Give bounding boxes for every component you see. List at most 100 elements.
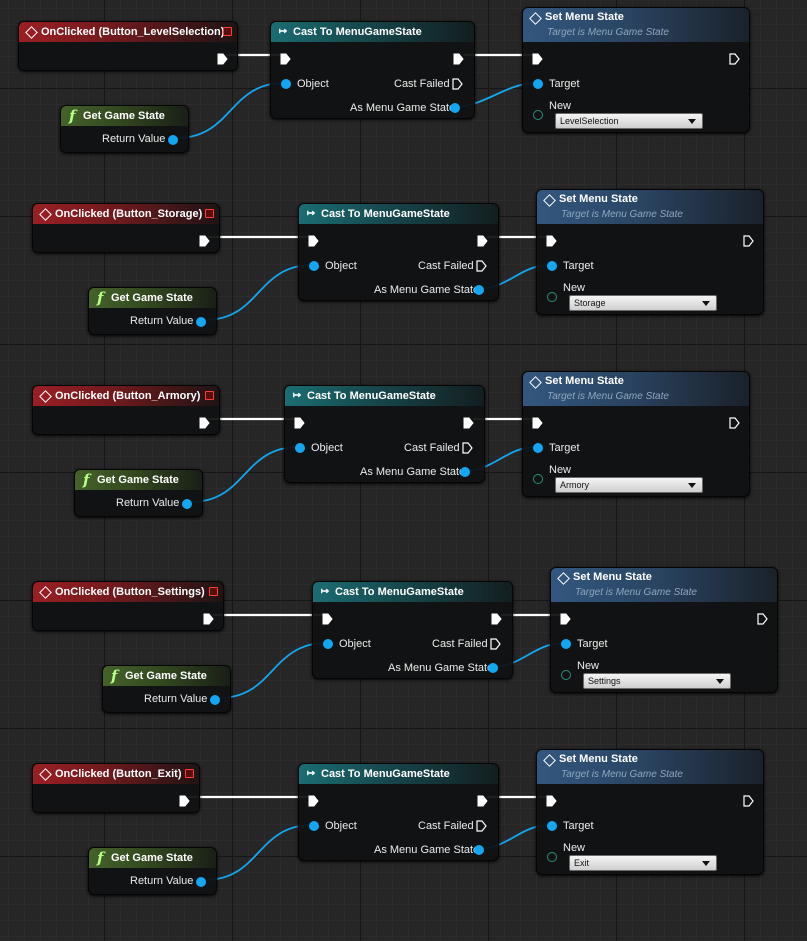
onclicked-event-node[interactable]: OnClicked (Button_LevelSelection) — [18, 21, 238, 71]
cast-node-header: ↦ Cast To MenuGameState — [299, 764, 498, 784]
menu-state-dropdown[interactable]: Exit — [569, 855, 717, 871]
as-menu-game-state-label: As Menu Game State — [374, 844, 480, 856]
exec-in-pin-icon[interactable] — [308, 795, 319, 807]
cast-failed-exec-pin-icon[interactable] — [490, 638, 501, 650]
return-value-pin-icon[interactable] — [182, 499, 192, 509]
menu-state-dropdown[interactable]: Storage — [569, 295, 717, 311]
menu-state-dropdown[interactable]: Settings — [583, 673, 731, 689]
new-pin-icon[interactable] — [533, 110, 543, 120]
new-pin-icon[interactable] — [533, 474, 543, 484]
exec-out-pin-icon[interactable] — [491, 613, 502, 625]
menu-state-dropdown[interactable]: LevelSelection — [555, 113, 703, 129]
set-title: Set Menu State — [573, 571, 652, 583]
cast-failed-exec-pin-icon[interactable] — [476, 820, 487, 832]
set-menu-state-node[interactable]: Set Menu State Target is Menu Game State… — [550, 567, 778, 693]
as-menu-game-state-label: As Menu Game State — [360, 466, 466, 478]
new-pin-icon[interactable] — [561, 670, 571, 680]
event-title: OnClicked (Button_Exit) — [55, 768, 182, 780]
new-label: New — [549, 464, 572, 476]
exec-out-pin-icon[interactable] — [729, 417, 740, 429]
get-game-state-node[interactable]: f Get Game State Return Value — [102, 665, 231, 713]
as-menu-game-state-pin-icon[interactable] — [450, 103, 460, 113]
exec-out-pin-icon[interactable] — [199, 235, 210, 247]
as-menu-game-state-pin-icon[interactable] — [474, 845, 484, 855]
exec-out-pin-icon[interactable] — [463, 417, 474, 429]
exec-out-pin-icon[interactable] — [199, 417, 210, 429]
exec-out-pin-icon[interactable] — [477, 795, 488, 807]
event-chain-row: OnClicked (Button_Storage) f Get Game St… — [0, 189, 807, 381]
onclicked-event-node[interactable]: OnClicked (Button_Settings) — [32, 581, 224, 631]
get-game-state-node[interactable]: f Get Game State Return Value — [88, 847, 217, 895]
exec-in-pin-icon[interactable] — [546, 795, 557, 807]
target-pin-icon[interactable] — [547, 821, 557, 831]
get-game-state-node[interactable]: f Get Game State Return Value — [60, 105, 189, 153]
cast-node-header: ↦ Cast To MenuGameState — [271, 22, 474, 42]
exec-out-pin-icon[interactable] — [729, 53, 740, 65]
exec-out-pin-icon[interactable] — [453, 53, 464, 65]
cast-to-menugamestate-node[interactable]: ↦ Cast To MenuGameState Object Cast Fail… — [284, 385, 485, 483]
target-pin-icon[interactable] — [533, 79, 543, 89]
exec-out-pin-icon[interactable] — [217, 53, 228, 65]
exec-in-pin-icon[interactable] — [532, 53, 543, 65]
get-game-state-node[interactable]: f Get Game State Return Value — [74, 469, 203, 517]
get-game-state-node[interactable]: f Get Game State Return Value — [88, 287, 217, 335]
data-wire — [204, 824, 313, 881]
exec-out-pin-icon[interactable] — [203, 613, 214, 625]
exec-out-pin-icon[interactable] — [743, 795, 754, 807]
event-title: OnClicked (Button_Storage) — [55, 208, 203, 220]
exec-in-pin-icon[interactable] — [560, 613, 571, 625]
diamond-event-icon — [39, 390, 52, 403]
exec-in-pin-icon[interactable] — [546, 235, 557, 247]
return-value-pin-icon[interactable] — [168, 135, 178, 145]
object-pin-icon[interactable] — [309, 821, 319, 831]
event-chain-row: OnClicked (Button_Exit) f Get Game State… — [0, 749, 807, 941]
exec-in-pin-icon[interactable] — [532, 417, 543, 429]
object-pin-icon[interactable] — [323, 639, 333, 649]
cast-failed-label: Cast Failed — [394, 78, 450, 90]
exec-in-pin-icon[interactable] — [280, 53, 291, 65]
new-pin-icon[interactable] — [547, 852, 557, 862]
set-menu-state-node[interactable]: Set Menu State Target is Menu Game State… — [522, 371, 750, 497]
chevron-down-icon — [688, 483, 696, 488]
object-pin-icon[interactable] — [295, 443, 305, 453]
as-menu-game-state-pin-icon[interactable] — [488, 663, 498, 673]
dropdown-value: Exit — [574, 858, 590, 868]
target-pin-icon[interactable] — [533, 443, 543, 453]
set-menu-state-node[interactable]: Set Menu State Target is Menu Game State… — [536, 749, 764, 875]
data-wire — [190, 446, 299, 503]
onclicked-event-node[interactable]: OnClicked (Button_Exit) — [32, 763, 200, 813]
menu-state-dropdown[interactable]: Armory — [555, 477, 703, 493]
set-menu-state-node[interactable]: Set Menu State Target is Menu Game State… — [522, 7, 750, 133]
cast-to-menugamestate-node[interactable]: ↦ Cast To MenuGameState Object Cast Fail… — [298, 203, 499, 301]
exec-in-pin-icon[interactable] — [308, 235, 319, 247]
get-node-header: f Get Game State — [75, 470, 202, 490]
exec-out-pin-icon[interactable] — [179, 795, 190, 807]
exec-out-pin-icon[interactable] — [757, 613, 768, 625]
exec-in-pin-icon[interactable] — [294, 417, 305, 429]
cast-failed-exec-pin-icon[interactable] — [462, 442, 473, 454]
cast-to-menugamestate-node[interactable]: ↦ Cast To MenuGameState Object Cast Fail… — [270, 21, 475, 119]
return-value-pin-icon[interactable] — [196, 877, 206, 887]
object-pin-icon[interactable] — [309, 261, 319, 271]
exec-out-pin-icon[interactable] — [477, 235, 488, 247]
onclicked-event-node[interactable]: OnClicked (Button_Storage) — [32, 203, 220, 253]
onclicked-event-node[interactable]: OnClicked (Button_Armory) — [32, 385, 220, 435]
cast-failed-exec-pin-icon[interactable] — [476, 260, 487, 272]
target-pin-icon[interactable] — [561, 639, 571, 649]
target-pin-icon[interactable] — [547, 261, 557, 271]
cast-to-menugamestate-node[interactable]: ↦ Cast To MenuGameState Object Cast Fail… — [298, 763, 499, 861]
exec-out-pin-icon[interactable] — [743, 235, 754, 247]
return-value-pin-icon[interactable] — [210, 695, 220, 705]
set-subtitle: Target is Menu Game State — [547, 391, 669, 402]
as-menu-game-state-pin-icon[interactable] — [474, 285, 484, 295]
return-value-label: Return Value — [102, 133, 166, 145]
set-subtitle: Target is Menu Game State — [575, 587, 697, 598]
return-value-pin-icon[interactable] — [196, 317, 206, 327]
set-menu-state-node[interactable]: Set Menu State Target is Menu Game State… — [536, 189, 764, 315]
cast-to-menugamestate-node[interactable]: ↦ Cast To MenuGameState Object Cast Fail… — [312, 581, 513, 679]
object-pin-icon[interactable] — [281, 79, 291, 89]
exec-in-pin-icon[interactable] — [322, 613, 333, 625]
new-pin-icon[interactable] — [547, 292, 557, 302]
as-menu-game-state-pin-icon[interactable] — [460, 467, 470, 477]
cast-failed-exec-pin-icon[interactable] — [452, 78, 463, 90]
